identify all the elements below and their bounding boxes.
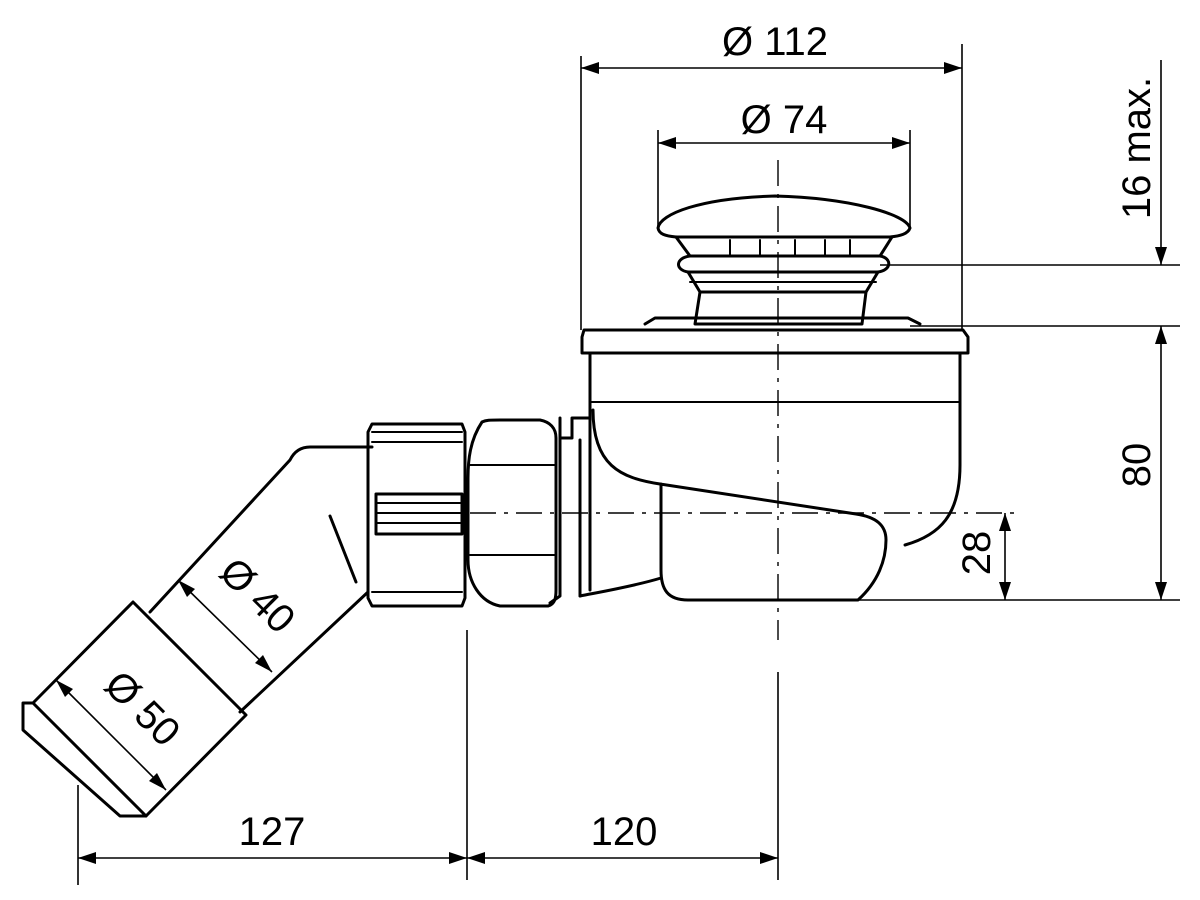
drain-cover [656, 194, 912, 326]
dim-length-127-label: 127 [239, 810, 306, 854]
dim-height-16-max-label: 16 max. [1115, 77, 1159, 219]
flange [580, 316, 970, 355]
dim-length-120-label: 120 [591, 810, 658, 854]
dim-diameter-74-label: Ø 74 [741, 98, 828, 142]
dimension-arrowheads [56, 62, 1167, 864]
union-nut [366, 422, 467, 608]
dim-height-28-label: 28 [955, 531, 999, 576]
angled-outlet-pipe [21, 445, 374, 818]
center-lines [470, 160, 1015, 640]
trap-body [578, 351, 962, 602]
dim-diameter-50-label: Ø 50 [96, 663, 188, 755]
dim-diameter-112-label: Ø 112 [722, 20, 828, 64]
dim-diameter-40-label: Ø 40 [211, 550, 303, 642]
dimension-lines [55, 44, 1180, 885]
outlet-coupling [466, 416, 592, 608]
dim-height-80-label: 80 [1115, 443, 1159, 488]
